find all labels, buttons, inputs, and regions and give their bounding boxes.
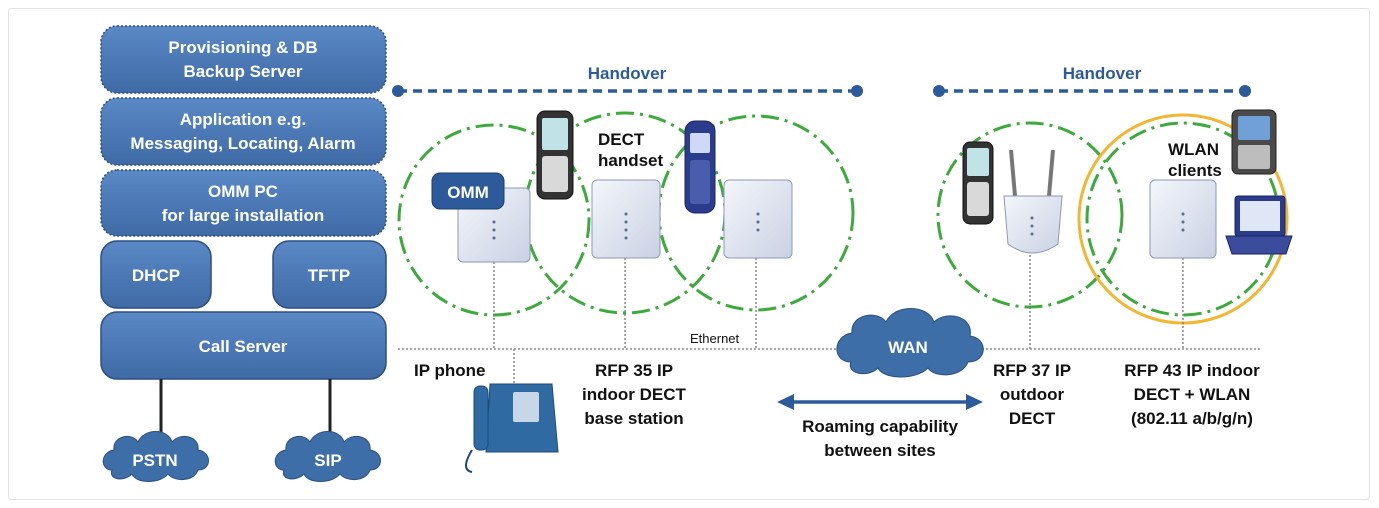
dect-handset-label-1: DECT [598,130,645,149]
rfp35-label-1: RFP 35 IP [595,361,673,380]
ethernet-drops [493,255,1184,385]
application-label-2: Messaging, Locating, Alarm [130,134,355,153]
sip-cloud: SIP [274,431,381,482]
sip-label: SIP [314,451,341,470]
ip-phone-label: IP phone [414,361,485,380]
rfp37-label-2: outdoor [1000,385,1065,404]
omm-tag: OMM [431,172,505,210]
roaming-label-1: Roaming capability [802,417,958,436]
call-server-label: Call Server [199,337,288,356]
call-server-box: Call Server [100,311,387,380]
dhcp-box: DHCP [100,240,212,309]
rfp43-label-1: RFP 43 IP indoor [1124,361,1260,380]
dect-handset-label-2: handset [598,151,664,170]
laptop-icon [1225,195,1293,255]
tftp-label: TFTP [308,266,351,285]
omm-pc-box: OMM PC for large installation [100,169,387,237]
provisioning-server-box: Provisioning & DB Backup Server [100,25,387,94]
outdoor-handset-icon [962,141,994,225]
rfp43-label-3: (802.11 a/b/g/n) [1131,409,1253,428]
roaming-label-2: between sites [824,441,936,460]
diagram-frame [8,8,1370,500]
ip-desk-phone-icon [465,383,559,473]
rfp35-label-3: base station [584,409,683,428]
application-server-box: Application e.g. Messaging, Locating, Al… [100,97,387,166]
rfp43-label-2: DECT + WLAN [1134,385,1251,404]
rfp35-label-2: indoor DECT [582,385,686,404]
omm-pc-label-1: OMM PC [208,182,278,201]
rfp37-label-1: RFP 37 IP [993,361,1071,380]
smartphone-icon [1231,109,1277,175]
pstn-label: PSTN [132,451,177,470]
wlan-clients-label-2: clients [1168,161,1222,180]
dect-handset-icon [536,110,574,200]
handover-right: Handover [933,64,1251,97]
wan-label: WAN [888,338,928,357]
dhcp-label: DHCP [132,266,180,285]
tftp-box: TFTP [272,240,387,309]
wan-cloud: WAN [836,308,984,378]
provisioning-label-1: Provisioning & DB [168,38,317,57]
cordless-phone-icon [684,120,716,214]
pstn-cloud: PSTN [102,431,209,482]
roaming-arrow [777,394,983,410]
ethernet-label: Ethernet [690,331,740,346]
handover-right-label: Handover [1063,64,1142,83]
handover-left-label: Handover [588,64,667,83]
handover-left: Handover [392,64,863,97]
coverage-areas [397,111,1281,317]
rfp43-base-station [1149,179,1217,259]
rfp-base-station-3 [723,179,793,259]
rfp37-outdoor-station [1003,149,1063,254]
rfp35-base-station [591,179,661,259]
omm-pc-label-2: for large installation [162,206,324,225]
wlan-clients-label-1: WLAN [1168,140,1219,159]
application-label-1: Application e.g. [180,110,307,129]
provisioning-label-2: Backup Server [183,62,302,81]
rfp37-label-3: DECT [1009,409,1056,428]
omm-label: OMM [447,183,489,202]
